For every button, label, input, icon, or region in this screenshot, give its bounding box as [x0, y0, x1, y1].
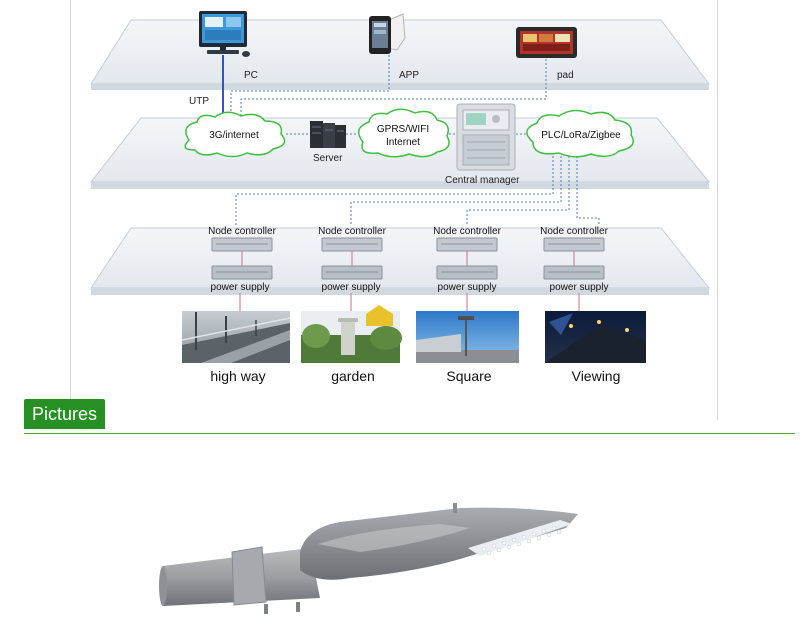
- highway-photo: [181, 311, 291, 363]
- pad-label: pad: [557, 70, 574, 81]
- viewing-photo: [545, 311, 646, 363]
- app-label: APP: [399, 70, 419, 81]
- node-controller-label: Node controller: [318, 226, 386, 237]
- cloud-gprs-wifi: GPRS/WIFI Internet: [357, 108, 450, 158]
- power-supply-label: power supply: [438, 282, 497, 293]
- power-supply-label: power supply: [211, 282, 270, 293]
- plc-node3-link: [466, 152, 570, 226]
- app-phone-device: [369, 13, 406, 54]
- cloud-gprs-line2: Internet: [386, 137, 420, 148]
- tier-bottom-plane: [90, 227, 711, 295]
- node-controller-label: Node controller: [208, 226, 276, 237]
- server-label: Server: [313, 153, 343, 164]
- cloud-gprs-line1: GPRS/WIFI: [377, 124, 429, 135]
- section-header: Pictures: [24, 399, 795, 434]
- plc-node2-link: [350, 152, 562, 226]
- plc-node4-link: [576, 152, 600, 226]
- node-controller-label: Node controller: [433, 226, 501, 237]
- diagram-canvas: PC APP pad UTP 3G/internet: [89, 11, 711, 384]
- power-supply-label: power supply: [322, 282, 381, 293]
- garden-photo: [301, 305, 402, 363]
- scene-caption-viewing: Viewing: [572, 368, 621, 384]
- central-manager-label: Central manager: [445, 175, 520, 186]
- node-controller-label: Node controller: [540, 226, 608, 237]
- central-manager-device: [456, 103, 516, 171]
- plc-node1-link: [235, 152, 554, 226]
- node-unit: Node controller power supply: [318, 226, 387, 311]
- pc-device: [199, 11, 250, 57]
- power-supply-label: power supply: [550, 282, 609, 293]
- scene-caption-highway: high way: [210, 368, 265, 384]
- pad-device: [516, 27, 577, 58]
- utp-label: UTP: [189, 96, 209, 107]
- cloud-plc-label: PLC/LoRa/Zigbee: [541, 130, 621, 141]
- scene-caption-square: Square: [446, 368, 491, 384]
- cloud-3g-label: 3G/internet: [209, 130, 259, 141]
- section-title-tab: Pictures: [24, 399, 106, 429]
- cloud-plc-lora-zigbee: PLC/LoRa/Zigbee: [526, 109, 634, 158]
- square-photo: [416, 311, 519, 363]
- luminaire-housing: [300, 507, 578, 580]
- node-unit: Node controller power supply: [208, 226, 277, 311]
- node-unit: Node controller power supply: [433, 226, 502, 311]
- server-device: [310, 121, 346, 148]
- network-diagram: PC APP pad UTP 3G/internet: [70, 0, 718, 420]
- pad-link: [240, 55, 547, 122]
- street-light-image: [159, 503, 578, 614]
- product-image-area: [0, 440, 800, 628]
- node-unit: Node controller power supply: [540, 226, 609, 311]
- app-link: [230, 55, 390, 122]
- cloud-3g-internet: 3G/internet: [184, 111, 286, 158]
- pc-label: PC: [244, 70, 258, 81]
- scene-caption-garden: garden: [331, 368, 375, 384]
